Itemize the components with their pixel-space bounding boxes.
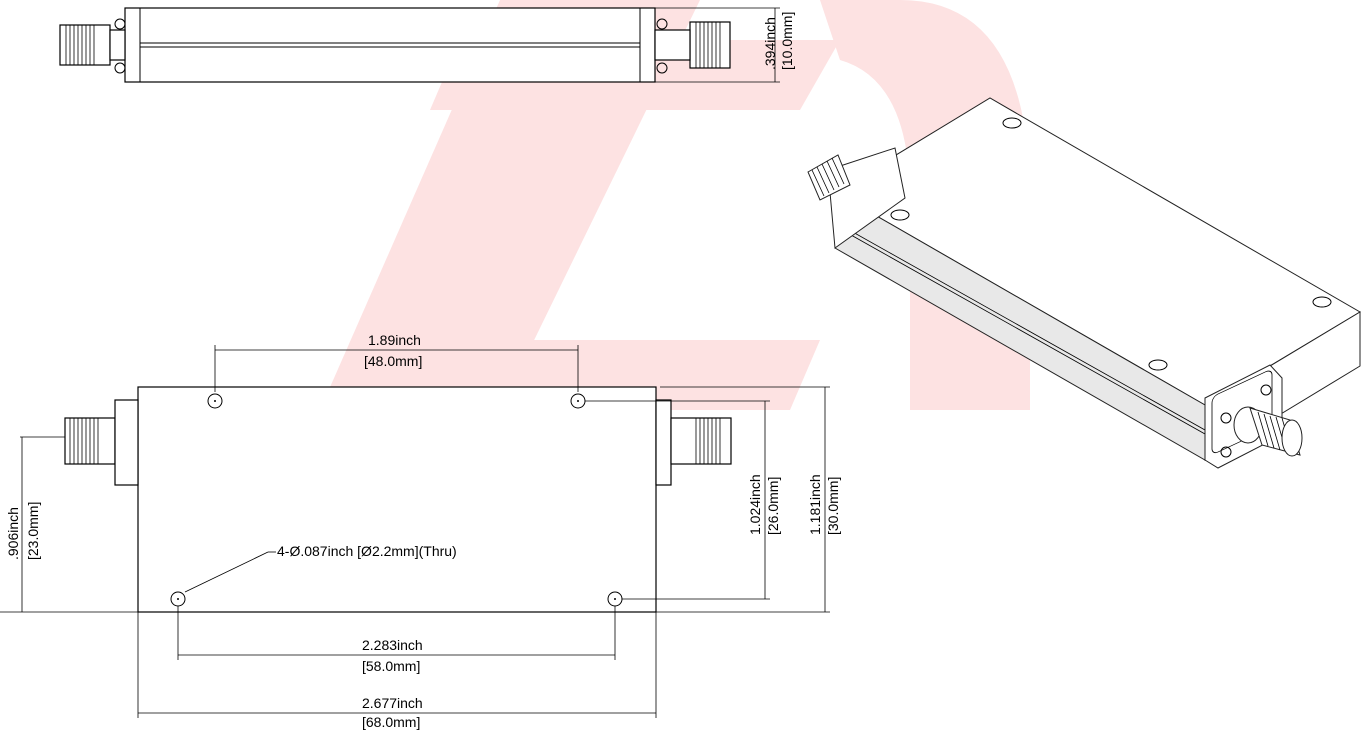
dim-hole-vertical-inch: 1.024inch (747, 474, 763, 535)
dim-overall-length-mm: [68.0mm] (362, 714, 420, 730)
dim-height-top-mm: [10.0mm] (779, 12, 795, 70)
dim-hole-spacing-top-mm: [48.0mm] (364, 353, 422, 369)
top-view (59, 7, 780, 83)
isometric-view (807, 97, 1361, 469)
dim-hole-spacing-top-inch: 1.89inch (368, 332, 421, 348)
dim-overall-width-mm: [30.0mm] (825, 477, 841, 535)
dim-height-top-inch: .394inch (762, 17, 778, 70)
dim-overall-width-inch: 1.181inch (807, 474, 823, 535)
dim-connector-height-mm: [23.0mm] (25, 502, 41, 560)
dim-hole-vertical-mm: [26.0mm] (765, 477, 781, 535)
front-view (0, 345, 830, 718)
dim-connector-height-inch: .906inch (5, 507, 21, 560)
dim-hole-spacing-bottom-mm: [58.0mm] (362, 658, 420, 674)
dim-overall-length-inch: 2.677inch (362, 695, 423, 711)
dim-hole-spacing-bottom-inch: 2.283inch (362, 637, 423, 653)
hole-note: 4-Ø.087inch [Ø2.2mm](Thru) (277, 543, 457, 559)
